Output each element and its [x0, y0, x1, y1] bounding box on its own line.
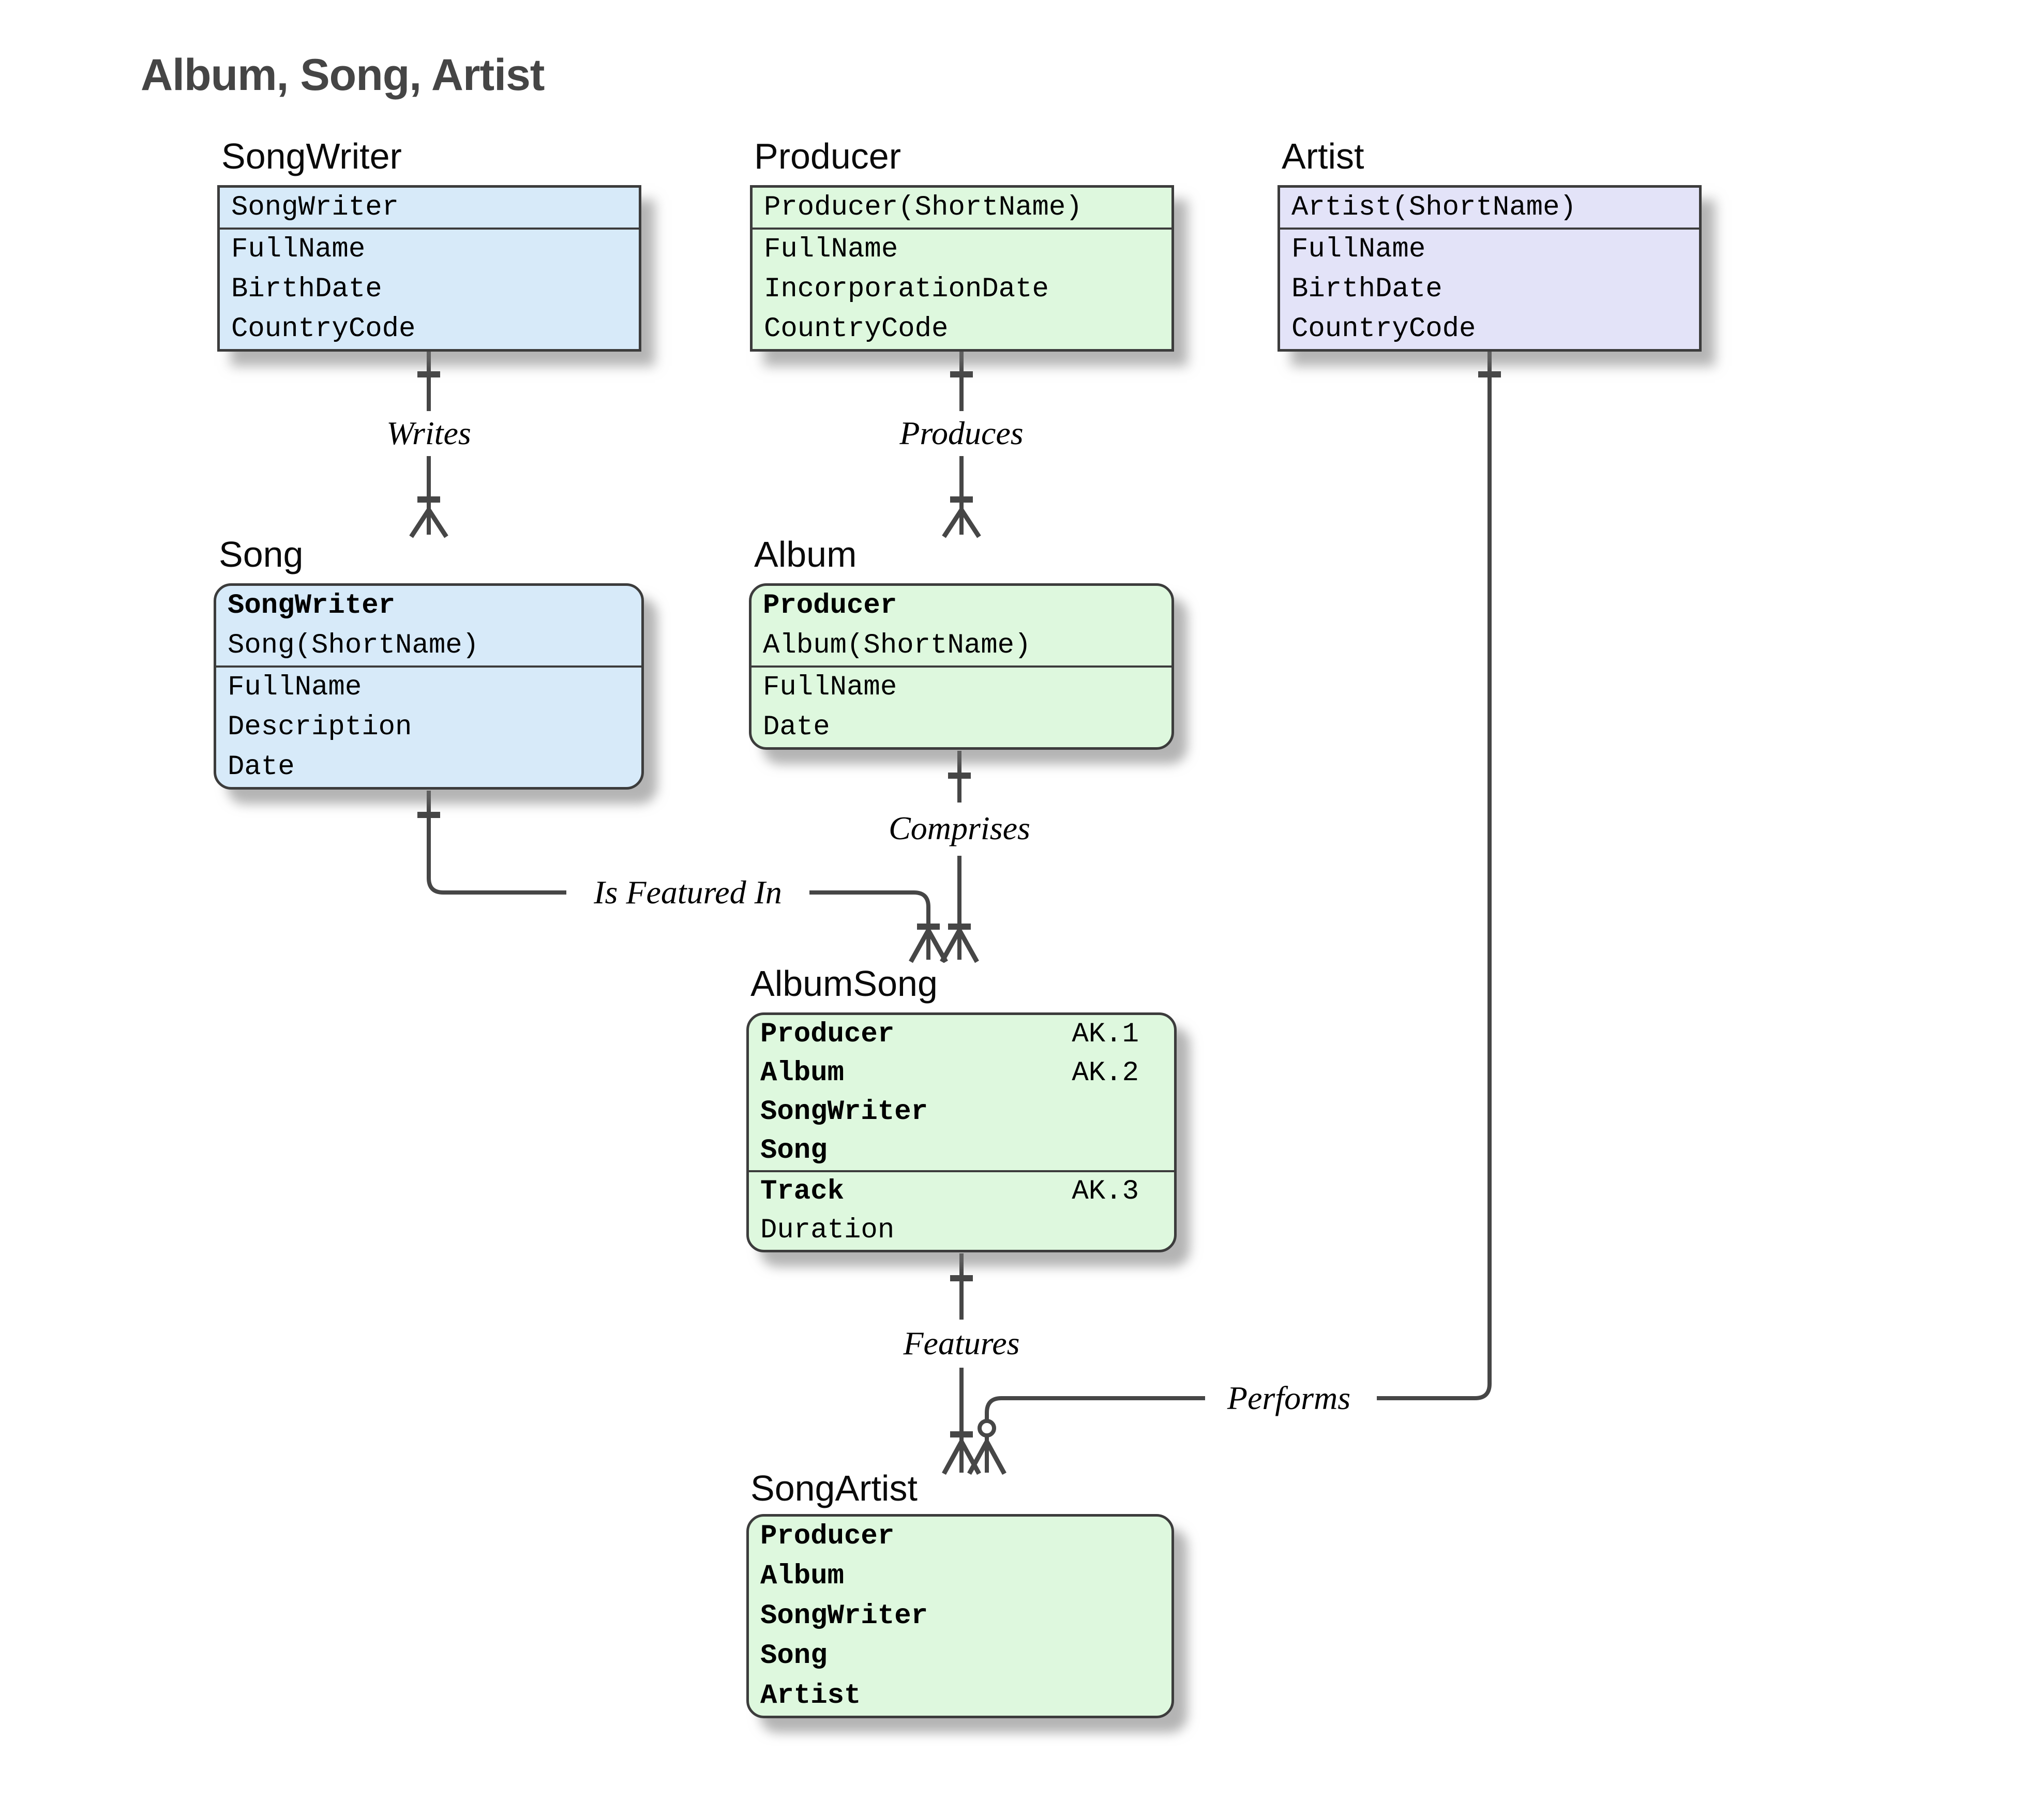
attribute-row: Artist: [760, 1680, 861, 1712]
entity-albumsong: Producer AK.1 Album AK.2 SongWriter Song…: [746, 1012, 1177, 1252]
attribute-row: IncorporationDate: [764, 274, 1049, 305]
attribute-row: CountryCode: [1291, 313, 1476, 345]
attribute-row: Album(ShortName): [763, 630, 1031, 661]
entity-title-songartist: SongArtist: [750, 1468, 918, 1508]
attribute-row: Producer(ShortName): [764, 192, 1083, 223]
attribute-row: CountryCode: [764, 313, 949, 345]
entity-title-albumsong: AlbumSong: [750, 963, 938, 1004]
attribute-row: Song(ShortName): [228, 630, 479, 661]
relationship-label-is-featured-in: Is Featured In: [584, 872, 791, 913]
entity-title-songwriter: SongWriter: [221, 136, 402, 176]
entity-songwriter: SongWriter FullName BirthDate CountryCod…: [217, 185, 641, 352]
is-featured-in-line: [427, 791, 930, 960]
performs-optional-circle-marker: [978, 1419, 996, 1437]
attribute-row: Producer AK.1: [749, 1015, 1174, 1054]
performs-connector: [967, 351, 1501, 1475]
relationship-label-writes: Writes: [377, 413, 480, 453]
attribute-row: FullName: [764, 234, 898, 265]
attribute-row: FullName: [763, 672, 897, 703]
attribute-row: BirthDate: [1291, 274, 1442, 305]
is-featured-in-one-bar-markers: [417, 812, 940, 930]
attribute-row: SongWriter: [760, 1600, 928, 1632]
produces-one-bar-markers: [950, 371, 973, 503]
performs-crow-foot-icon: [967, 1440, 1006, 1475]
relationship-label-performs: Performs: [1218, 1378, 1360, 1418]
attribute-row: FullName: [228, 672, 362, 703]
comprises-connector: [940, 751, 979, 963]
alternate-key-tag: AK.3: [1072, 1176, 1139, 1207]
entity-title-album: Album: [754, 534, 857, 574]
performs-line: [985, 351, 1492, 1473]
attribute-row: SongWriter: [760, 1096, 928, 1128]
page-title: Album, Song, Artist: [141, 50, 545, 100]
entity-title-producer: Producer: [754, 136, 901, 176]
attribute-row: Song: [760, 1135, 828, 1167]
attribute-row: Album: [760, 1561, 845, 1592]
writes-connector: [409, 351, 448, 538]
attribute-row: Song: [760, 1640, 828, 1672]
attribute-row: FullName: [1291, 234, 1426, 265]
attribute-row: SongWriter: [228, 590, 396, 622]
attribute-row: Date: [763, 712, 830, 743]
alternate-key-tag: AK.1: [1072, 1019, 1139, 1050]
attribute-row: SongWriter: [231, 192, 399, 223]
entity-song: SongWriter Song(ShortName) FullName Desc…: [214, 583, 644, 790]
attribute-row: Track AK.3: [749, 1172, 1174, 1211]
relationship-label-comprises: Comprises: [879, 808, 1040, 849]
writes-one-bar-markers: [417, 371, 440, 503]
attribute-row: FullName: [231, 234, 366, 265]
features-one-bar-markers: [950, 1275, 973, 1437]
features-connector: [942, 1253, 981, 1475]
is-featured-in-connector: [417, 791, 948, 963]
produces-crow-foot-icon: [942, 508, 981, 538]
attribute-row: Description: [228, 712, 412, 743]
entity-producer: Producer(ShortName) FullName Incorporati…: [750, 185, 1174, 352]
attribute-row: Date: [228, 751, 295, 783]
attribute-row: Producer: [763, 590, 897, 622]
produces-connector: [942, 351, 981, 538]
comprises-one-bar-markers: [948, 773, 971, 930]
entity-title-artist: Artist: [1282, 136, 1364, 176]
attribute-row: Artist(ShortName): [1291, 192, 1576, 223]
writes-crow-foot-icon: [409, 508, 448, 538]
attribute-row: BirthDate: [231, 274, 382, 305]
relationship-label-features: Features: [894, 1323, 1029, 1364]
relationship-label-produces: Produces: [890, 413, 1033, 453]
entity-title-song: Song: [219, 534, 304, 574]
entity-album: Producer Album(ShortName) FullName Date: [749, 583, 1174, 750]
is-featured-in-crow-foot-icon: [909, 929, 948, 963]
attribute-row: Producer: [760, 1521, 895, 1552]
entity-artist: Artist(ShortName) FullName BirthDate Cou…: [1278, 185, 1702, 352]
entity-songartist: Producer Album SongWriter Song Artist: [746, 1514, 1174, 1718]
alternate-key-tag: AK.2: [1072, 1057, 1139, 1089]
features-crow-foot-icon: [942, 1440, 981, 1475]
attribute-row: Album AK.2: [749, 1054, 1174, 1093]
attribute-row: CountryCode: [231, 313, 416, 345]
attribute-row: Duration: [760, 1215, 895, 1246]
